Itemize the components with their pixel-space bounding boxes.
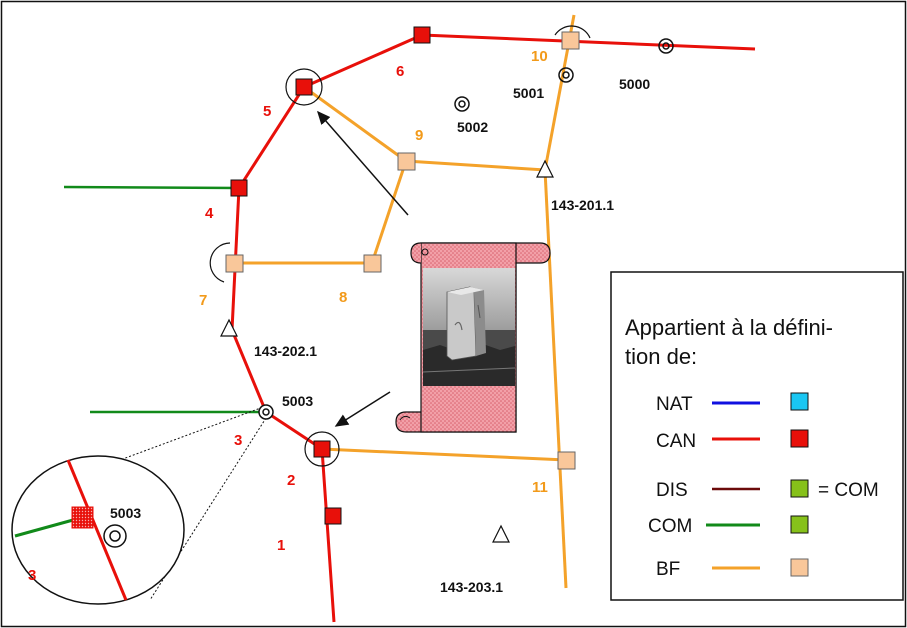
- nat-square-icon: [790, 392, 809, 411]
- arc-7: [209, 242, 231, 283]
- label-point-11: 11: [532, 479, 548, 496]
- arrow-to-2: [334, 391, 391, 427]
- can-line-6-east: [421, 33, 756, 51]
- point-10-square: [561, 31, 580, 50]
- label-triangle-201: 143-201.1: [551, 197, 614, 213]
- label-point-4: 4: [205, 205, 214, 222]
- label-marker-5002: 5002: [457, 119, 488, 135]
- triangle-202: [220, 318, 238, 337]
- legend-row-dis: DIS = COM: [656, 479, 879, 501]
- svg-text:BF: BF: [656, 559, 680, 580]
- point-6-square: [413, 26, 431, 44]
- svg-text:CAN: CAN: [656, 431, 696, 452]
- inset-marker-icon: [103, 524, 127, 548]
- can-square-icon: [790, 429, 809, 448]
- label-point-9: 9: [415, 127, 423, 144]
- label-triangle-202: 143-202.1: [254, 343, 317, 359]
- triangles: [220, 159, 554, 543]
- legend-row-com: COM: [648, 515, 809, 537]
- inset-label-5003: 5003: [110, 505, 141, 521]
- label-marker-5001: 5001: [513, 85, 544, 101]
- legend-row-bf: BF: [656, 558, 809, 580]
- legend-row-can: CAN: [656, 429, 809, 452]
- label-point-7: 7: [199, 292, 207, 309]
- point-7-square: [225, 254, 244, 273]
- boundary-stone-scroll: [395, 242, 551, 433]
- dis-square-icon: [790, 479, 809, 498]
- inset-zoom: 5003 3: [11, 455, 185, 605]
- point-8-square: [363, 254, 382, 273]
- label-point-2: 2: [287, 472, 295, 489]
- inset-point-3-square: [71, 506, 94, 529]
- svg-text:COM: COM: [648, 516, 692, 537]
- inset-label-3: 3: [28, 567, 36, 584]
- com-square-icon: [790, 515, 809, 534]
- circle-2: [304, 431, 340, 467]
- marker-5003-icon: [258, 404, 274, 420]
- point-1-square: [324, 507, 342, 525]
- marker-points: [258, 38, 674, 420]
- point-9-square: [397, 152, 416, 171]
- label-point-3: 3: [234, 432, 242, 449]
- label-point-10: 10: [531, 48, 548, 65]
- marker-5000-icon: [658, 38, 674, 54]
- can-points: [230, 26, 431, 525]
- label-point-5: 5: [263, 103, 271, 120]
- bf-points: [225, 31, 580, 470]
- legend: Appartient à la défini- tion de: NAT CAN…: [610, 271, 904, 601]
- svg-text:NAT: NAT: [656, 394, 693, 415]
- label-point-6: 6: [396, 63, 404, 80]
- triangle-203: [492, 524, 510, 543]
- arrow-to-5: [317, 110, 409, 216]
- label-triangle-203: 143-203.1: [440, 579, 503, 595]
- legend-title-line2: tion de:: [625, 344, 697, 369]
- circle-5: [285, 68, 323, 106]
- label-point-1: 1: [277, 537, 285, 554]
- legend-dis-note: = COM: [818, 480, 879, 501]
- bf-line-201-south: [543, 169, 568, 589]
- point-2-square: [313, 440, 331, 458]
- bf-line-2-11: [321, 447, 567, 462]
- marker-5002-icon: [454, 96, 470, 112]
- zoom-line-top: [119, 405, 267, 461]
- bf-square-icon: [790, 558, 809, 577]
- arc-10: [554, 25, 591, 39]
- label-point-8: 8: [339, 289, 347, 306]
- point-4-square: [230, 179, 248, 197]
- point-5-square: [295, 78, 313, 96]
- svg-text:DIS: DIS: [656, 480, 688, 501]
- label-marker-5003: 5003: [282, 393, 313, 409]
- triangle-201: [536, 159, 554, 178]
- bf-line-9-201: [405, 159, 546, 172]
- boundary-stone-photo: [422, 268, 516, 386]
- com-line-4: [63, 185, 240, 190]
- marker-5001-icon: [558, 67, 574, 83]
- point-11-square: [557, 451, 576, 470]
- label-marker-5000: 5000: [619, 76, 650, 92]
- legend-row-nat: NAT: [656, 392, 809, 415]
- legend-title-line1: Appartient à la défini-: [625, 315, 833, 340]
